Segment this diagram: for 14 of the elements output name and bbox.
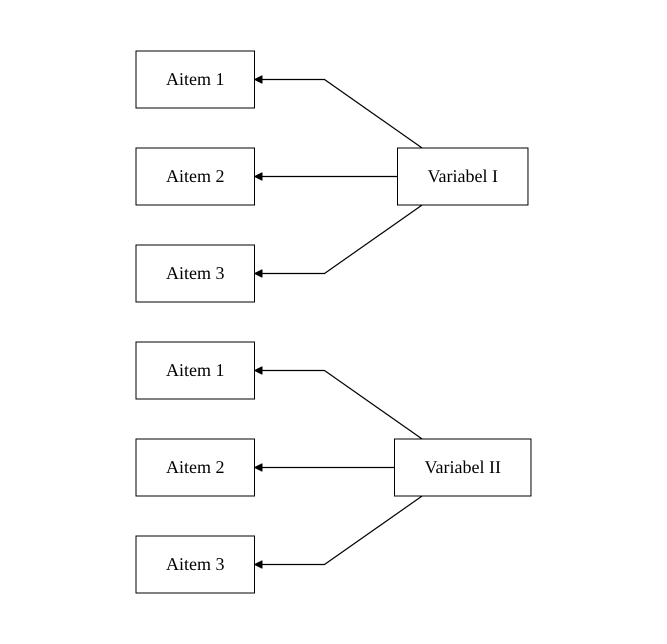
arrow <box>254 366 422 440</box>
node-box: Variabel I <box>397 148 528 206</box>
node-box: Aitem 3 <box>136 244 256 302</box>
arrow <box>254 204 422 278</box>
node-box: Aitem 1 <box>136 342 256 400</box>
node-box: Aitem 3 <box>136 536 256 594</box>
arrow <box>254 75 422 148</box>
node-box: Variabel II <box>394 438 532 496</box>
arrow <box>254 496 422 569</box>
arrow <box>254 463 395 472</box>
arrow <box>254 172 398 181</box>
node-box: Aitem 2 <box>136 148 256 206</box>
node-box: Aitem 1 <box>136 50 256 108</box>
node-box: Aitem 2 <box>136 438 256 496</box>
